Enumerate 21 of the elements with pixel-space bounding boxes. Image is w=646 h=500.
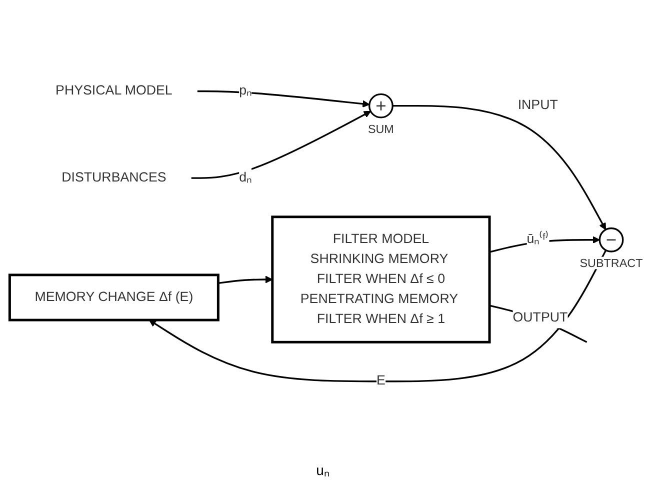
arrow: [191, 110, 372, 179]
node-box: [8, 274, 220, 322]
edge-label: ūₙ⁽ᶠ⁾: [526, 232, 549, 247]
node-text: PHYSICAL MODEL: [56, 84, 172, 98]
connector: [489, 304, 588, 343]
node-box: [271, 216, 491, 344]
edge-label: dₙ: [239, 170, 252, 185]
edge-label: pₙ: [239, 84, 252, 98]
arrow: [218, 276, 273, 284]
edge-label: INPUT: [518, 98, 558, 112]
signal-label: uₙ: [316, 461, 330, 479]
edge-label: OUTPUT: [512, 310, 568, 325]
arrow: [392, 104, 606, 230]
node-circle: [598, 227, 624, 252]
arrow: [489, 236, 600, 253]
node-circle: [368, 93, 394, 118]
arrow: [148, 250, 607, 382]
edge-label: E: [376, 374, 386, 388]
node-caption: SUM: [368, 122, 394, 136]
node-text: DISTURBANCES: [62, 170, 166, 185]
arrow: [197, 90, 370, 108]
